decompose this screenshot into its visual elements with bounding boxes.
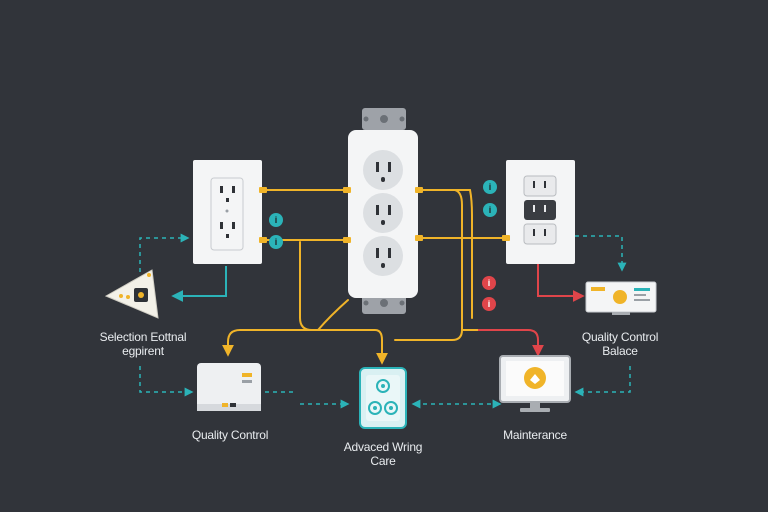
- right-outlet-plate: [506, 160, 575, 264]
- terminal-screw: [259, 187, 267, 193]
- terminal-screw: [415, 235, 423, 241]
- maintenance-monitor: [499, 355, 571, 412]
- info-badges: i i i i i i: [269, 180, 497, 311]
- left-outlet-plate: [193, 160, 262, 264]
- qc-balance-label-line2: Balace: [602, 344, 638, 358]
- teal-wires: [171, 266, 227, 302]
- alert-icon: i: [482, 276, 496, 290]
- info-icon: i: [483, 203, 497, 217]
- red-wires: [478, 264, 585, 357]
- svg-text:i: i: [488, 278, 491, 288]
- center-triple-outlet: [348, 108, 418, 314]
- terminal-screw: [343, 187, 351, 193]
- socket-icon: [220, 186, 235, 238]
- qc-balance-label-line1: Quality Control: [581, 330, 659, 344]
- wiring-care-tablet: [359, 367, 407, 429]
- info-icon: i: [483, 180, 497, 194]
- svg-text:i: i: [489, 182, 492, 192]
- selection-equipment-label: Selection Eottnal egpirent: [78, 330, 208, 358]
- svg-text:i: i: [275, 237, 278, 247]
- svg-text:i: i: [488, 299, 491, 309]
- svg-text:i: i: [489, 205, 492, 215]
- wiring-care-label-line2: Care: [370, 454, 396, 468]
- teal-dashed-flows: [139, 233, 631, 409]
- wiring-care-label-line1: Advaced Wring: [343, 440, 423, 454]
- svg-text:i: i: [275, 215, 278, 225]
- quality-control-label: Quality Control: [170, 428, 290, 442]
- wiring-care-label: Advaced Wring Care: [323, 440, 443, 468]
- quality-control-label-line: Quality Control: [191, 428, 269, 442]
- terminal-screw: [502, 235, 510, 241]
- alert-icon: i: [482, 297, 496, 311]
- terminal-screw: [259, 237, 267, 243]
- info-icon: i: [269, 213, 283, 227]
- selection-equipment-label-line1: Selection Eottnal: [99, 330, 187, 344]
- terminal-screw: [343, 237, 351, 243]
- qc-balance-label: Quality Control Balace: [560, 330, 680, 358]
- terminal-screw: [415, 187, 423, 193]
- maintenance-label: Mainterance: [475, 428, 595, 442]
- info-icon: i: [269, 235, 283, 249]
- quality-control-device: [197, 363, 261, 411]
- quality-control-balance-panel: [585, 281, 657, 315]
- maintenance-label-line: Mainterance: [503, 428, 567, 442]
- selection-equipment-label-line2: egpirent: [122, 344, 164, 358]
- selection-equipment-device: [104, 269, 159, 319]
